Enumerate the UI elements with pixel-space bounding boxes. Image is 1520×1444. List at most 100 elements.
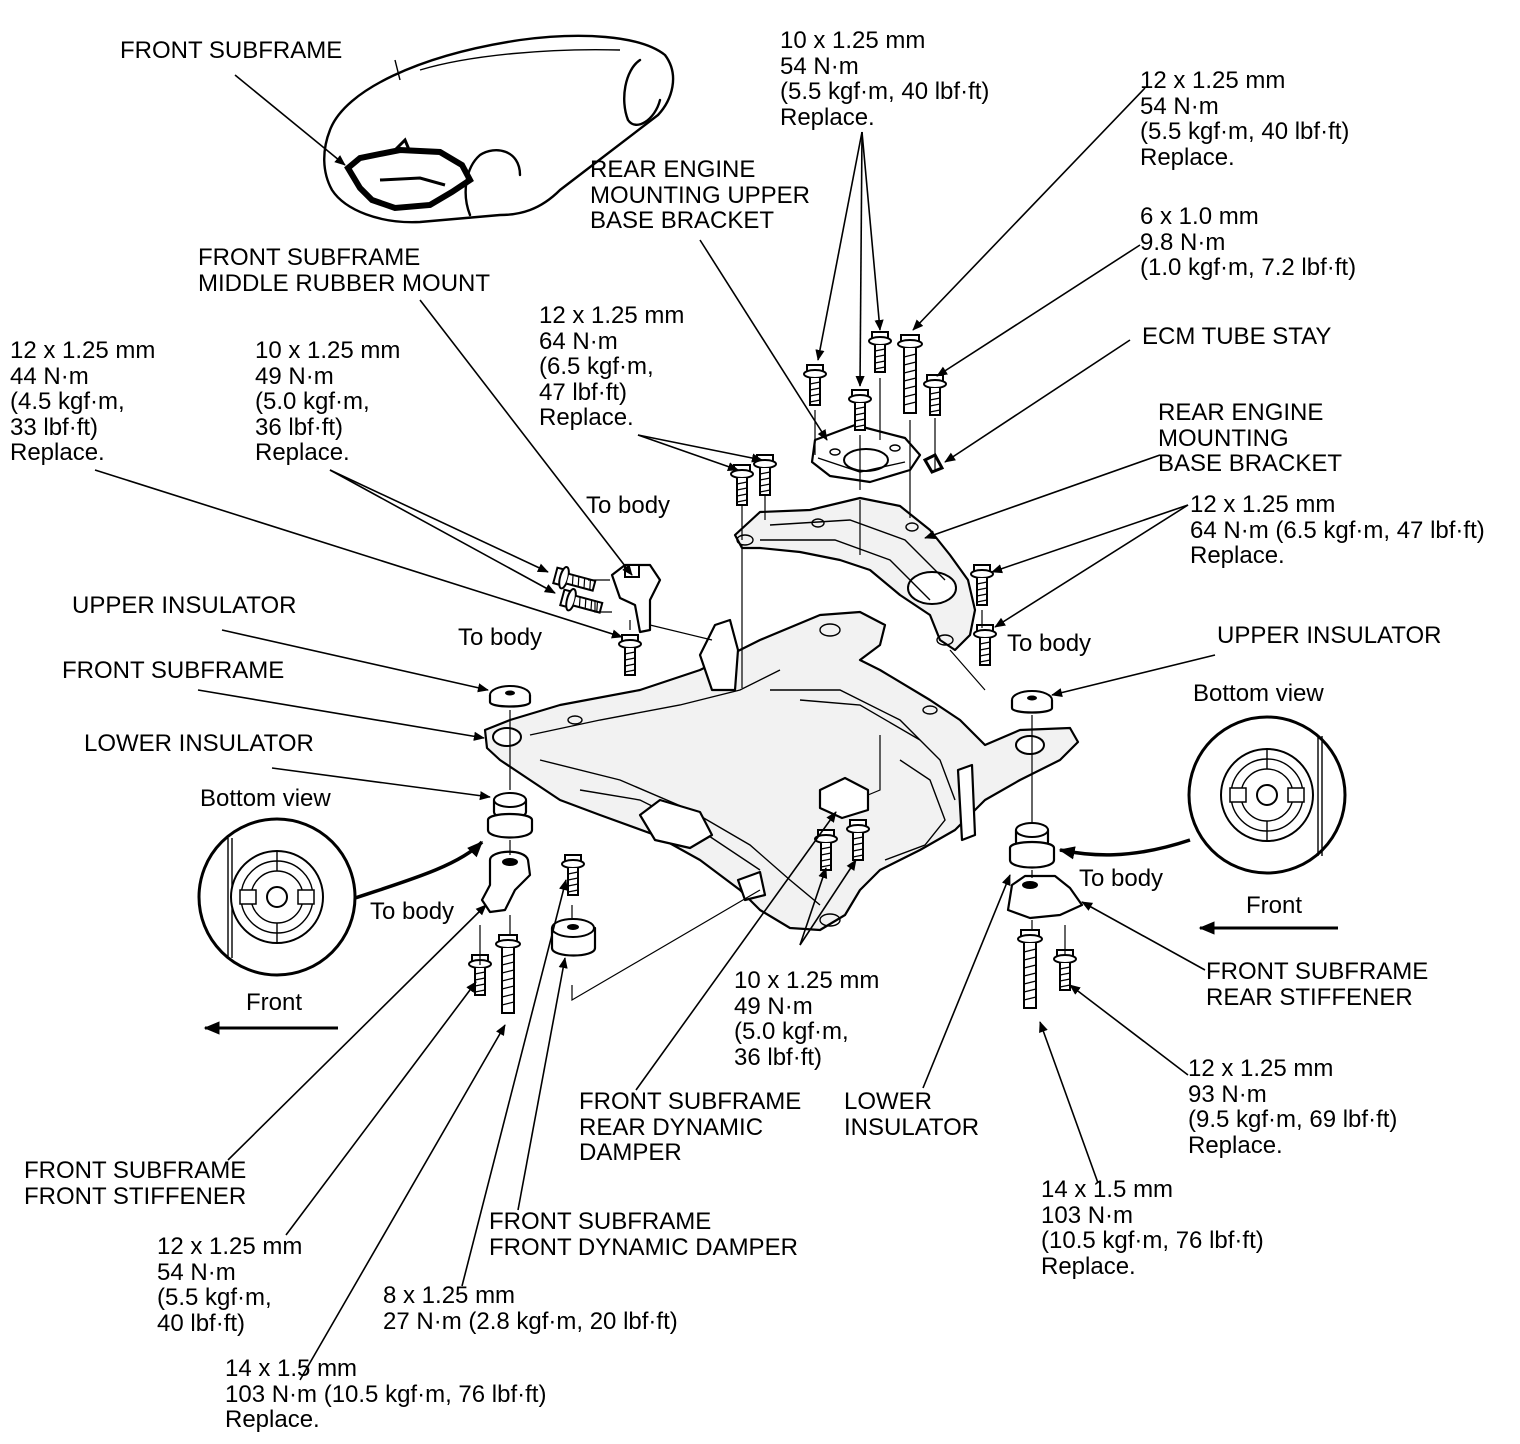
label-lower-insulator-right: LOWER INSULATOR	[844, 1089, 979, 1140]
label-bolt-10x1.25-49nm-left: 10 x 1.25 mm 49 N·m (5.0 kgf·m, 36 lbf·f…	[255, 338, 400, 466]
label-line: FRONT SUBFRAME	[62, 657, 285, 684]
label-bottom-view-left: Bottom view	[200, 786, 331, 812]
label-line: LOWER INSULATOR	[84, 730, 314, 757]
rear-engine-upper-bracket	[810, 423, 922, 484]
label-line: To body	[1007, 630, 1092, 657]
label-line: BASE BRACKET	[1158, 450, 1343, 477]
label-ecm-tube-stay: ECM TUBE STAY	[1142, 324, 1331, 350]
label-middle-rubber-mount: FRONT SUBFRAME MIDDLE RUBBER MOUNT	[198, 245, 490, 296]
label-front-subframe-overview: FRONT SUBFRAME	[120, 38, 342, 64]
label-line: 12 x 1.25 mm	[1190, 491, 1336, 518]
lower-insulator-right-part	[1008, 822, 1056, 869]
label-bolt-12x1.25-64nm-right: 12 x 1.25 mm 64 N·m (6.5 kgf·m, 47 lbf·f…	[1190, 492, 1485, 569]
label-line: Bottom view	[1193, 680, 1324, 707]
label-line: REAR DYNAMIC	[579, 1113, 764, 1141]
front-stiffener-part	[480, 850, 532, 914]
label-line: Replace.	[539, 404, 634, 431]
label-line: FRONT SUBFRAME	[1206, 958, 1429, 985]
ecm-tube-stay-part	[922, 453, 945, 474]
label-line: FRONT SUBFRAME	[198, 244, 421, 271]
label-line: DAMPER	[579, 1139, 682, 1166]
bottom-view-left-inset	[197, 817, 357, 977]
front-subframe-main	[483, 610, 1080, 932]
label-upper-insulator-right: UPPER INSULATOR	[1217, 623, 1442, 649]
upper-insulator-left-part	[488, 685, 532, 708]
label-line: (5.0 kgf·m,	[734, 1018, 849, 1045]
upper-insulator-right-part	[1010, 690, 1054, 714]
label-line: Replace.	[1190, 542, 1285, 569]
label-line: (5.5 kgf·m, 40 lbf·ft)	[1140, 118, 1350, 145]
label-line: 33 lbf·ft)	[10, 413, 99, 441]
label-line: Front	[1246, 892, 1303, 919]
label-line: 47 lbf·ft)	[539, 378, 628, 406]
label-line: 12 x 1.25 mm	[157, 1233, 303, 1260]
label-line: 64 N·m	[539, 327, 618, 355]
label-line: 103 N·m	[1041, 1201, 1134, 1229]
label-bolt-12x1.25-54nm-top: 12 x 1.25 mm 54 N·m (5.5 kgf·m, 40 lbf·f…	[1140, 68, 1349, 170]
label-front-stiffener: FRONT SUBFRAME FRONT STIFFENER	[24, 1158, 246, 1209]
label-line: 10 x 1.25 mm	[255, 337, 401, 364]
label-line: 36 lbf·ft)	[255, 413, 344, 441]
label-rear-engine-bracket: REAR ENGINE MOUNTING BASE BRACKET	[1158, 400, 1342, 477]
bottom-view-right-inset	[1187, 715, 1347, 875]
label-bolt-14x1.5-103nm-left: 14 x 1.5 mm 103 N·m (10.5 kgf·m, 76 lbf·…	[225, 1356, 546, 1433]
label-line: FRONT SUBFRAME	[579, 1088, 802, 1115]
label-line: LOWER	[844, 1088, 933, 1115]
label-to-body-left: To body	[458, 625, 542, 651]
label-line: (9.5 kgf·m, 69 lbf·ft)	[1188, 1106, 1398, 1133]
label-line: 12 x 1.25 mm	[539, 302, 685, 329]
rear-stiffener-part	[1006, 874, 1084, 920]
label-line: Replace.	[780, 103, 875, 131]
label-rear-stiffener: FRONT SUBFRAME REAR STIFFENER	[1206, 959, 1428, 1010]
label-line: 103 N·m (10.5 kgf·m, 76 lbf·ft)	[225, 1380, 547, 1408]
label-bolt-8x1.25: 8 x 1.25 mm 27 N·m (2.8 kgf·m, 20 lbf·ft…	[383, 1283, 678, 1334]
label-line: 14 x 1.5 mm	[225, 1355, 358, 1382]
label-line: Replace.	[255, 439, 350, 466]
label-bolt-12x1.25-54nm-bottom: 12 x 1.25 mm 54 N·m (5.5 kgf·m, 40 lbf·f…	[157, 1234, 302, 1336]
label-line: REAR STIFFENER	[1206, 983, 1413, 1011]
inset-arrows	[354, 838, 1191, 900]
label-line: 9.8 N·m	[1140, 228, 1226, 256]
label-line: 12 x 1.25 mm	[1140, 67, 1286, 94]
label-line: FRONT SUBFRAME	[489, 1208, 712, 1235]
label-line: (5.5 kgf·m, 40 lbf·ft)	[780, 78, 990, 105]
label-line: Replace.	[10, 439, 105, 466]
label-line: 12 x 1.25 mm	[10, 337, 156, 364]
label-line: Front	[246, 989, 303, 1016]
label-line: Replace.	[1041, 1252, 1136, 1280]
label-line: 49 N·m	[255, 362, 334, 390]
label-line: 8 x 1.25 mm	[383, 1282, 516, 1309]
label-line: 54 N·m	[1140, 92, 1219, 120]
label-line: ECM TUBE STAY	[1142, 323, 1332, 350]
label-upper-insulator-left: UPPER INSULATOR	[72, 593, 297, 619]
label-line: MOUNTING UPPER	[590, 181, 811, 209]
label-line: 40 lbf·ft)	[157, 1309, 246, 1337]
label-line: To body	[1079, 865, 1164, 892]
label-line: 10 x 1.25 mm	[780, 27, 926, 54]
label-line: REAR ENGINE	[1158, 399, 1324, 426]
label-line: FRONT SUBFRAME	[120, 37, 343, 64]
leader-lines	[94, 74, 1216, 1381]
label-line: 64 N·m (6.5 kgf·m, 47 lbf·ft)	[1190, 516, 1485, 544]
label-line: UPPER INSULATOR	[72, 592, 297, 619]
label-front-left: Front	[246, 990, 302, 1016]
label-line: BASE BRACKET	[590, 207, 775, 234]
label-line: 36 lbf·ft)	[734, 1043, 823, 1071]
label-line: To body	[370, 898, 455, 925]
label-bolt-14x1.5-103nm-right: 14 x 1.5 mm 103 N·m (10.5 kgf·m, 76 lbf·…	[1041, 1177, 1264, 1279]
label-bottom-view-right: Bottom view	[1193, 681, 1324, 707]
label-line: FRONT STIFFENER	[24, 1182, 247, 1210]
label-line: (6.5 kgf·m,	[539, 353, 654, 380]
label-line: Bottom view	[200, 785, 331, 812]
label-line: INSULATOR	[844, 1113, 980, 1141]
label-line: To body	[586, 492, 671, 519]
front-dynamic-damper-part	[550, 918, 597, 957]
label-line: MOUNTING	[1158, 424, 1289, 452]
label-bolt-10x1.25-54nm: 10 x 1.25 mm 54 N·m (5.5 kgf·m, 40 lbf·f…	[780, 28, 989, 130]
label-line: MIDDLE RUBBER MOUNT	[198, 269, 491, 297]
label-line: Replace.	[1188, 1131, 1283, 1159]
label-rear-dynamic-damper: FRONT SUBFRAME REAR DYNAMIC DAMPER	[579, 1089, 801, 1166]
label-line: (5.5 kgf·m,	[157, 1284, 272, 1311]
label-to-body-lower-left: To body	[370, 899, 454, 925]
